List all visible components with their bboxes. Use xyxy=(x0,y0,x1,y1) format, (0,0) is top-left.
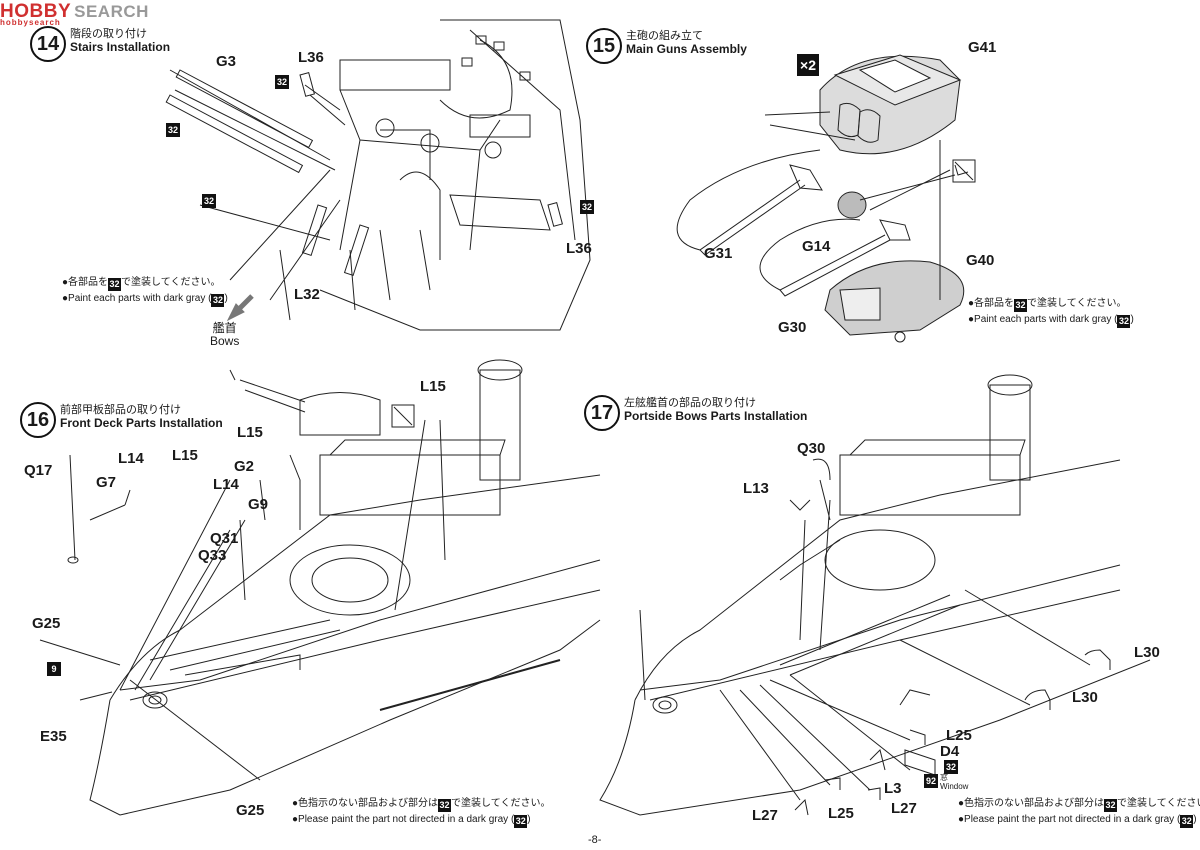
step-title-jp: 左舷艦首の部品の取り付け xyxy=(624,397,756,409)
part-label: L14 xyxy=(213,476,239,493)
part-label: L25 xyxy=(946,727,972,744)
color-badge: 32 xyxy=(275,75,289,89)
part-label: G41 xyxy=(968,39,997,56)
part-label: G14 xyxy=(802,238,831,255)
part-label: L27 xyxy=(752,807,778,824)
part-label: D4 xyxy=(940,743,960,760)
part-label: G2 xyxy=(234,458,255,475)
part-label: G30 xyxy=(778,319,807,336)
step15-turret-drawing xyxy=(676,54,976,343)
page-number: -8- xyxy=(588,834,602,846)
window-label: 窓 Window xyxy=(940,773,969,791)
part-label: Q30 xyxy=(797,440,826,457)
watermark-logo: HOBBY SEARCH hobbysearch xyxy=(0,1,149,27)
part-label: L30 xyxy=(1072,689,1098,706)
color-badge: 32 xyxy=(580,200,594,214)
step-number: 17 xyxy=(584,395,620,431)
part-label: L13 xyxy=(743,480,769,497)
step-number: 15 xyxy=(586,28,622,64)
part-label: L25 xyxy=(828,805,854,822)
part-label: G3 xyxy=(216,53,237,70)
part-label: Q17 xyxy=(24,462,53,479)
part-label: E35 xyxy=(40,728,67,745)
part-label: L30 xyxy=(1134,644,1160,661)
part-label: L15 xyxy=(172,447,198,464)
part-label: L15 xyxy=(420,378,446,395)
step-title-jp: 階段の取り付け xyxy=(70,28,147,40)
step-title-jp: 前部甲板部品の取り付け xyxy=(60,404,181,416)
step-number: 14 xyxy=(30,26,66,62)
color-badge: 92 xyxy=(924,774,938,788)
step-title-en: Portside Bows Parts Installation xyxy=(624,409,808,423)
bows-direction: 艦首 Bows xyxy=(210,321,240,348)
part-label: Q31 xyxy=(210,530,239,547)
part-label: L32 xyxy=(294,286,320,303)
part-label: L3 xyxy=(884,780,902,797)
color-badge: 32 xyxy=(944,760,958,774)
part-label: G25 xyxy=(236,802,265,819)
step-number: 16 xyxy=(20,402,56,438)
step-title-en: Main Guns Assembly xyxy=(626,42,747,56)
part-label: L36 xyxy=(298,49,324,66)
step-title-en: Stairs Installation xyxy=(70,40,171,54)
step14-deck-drawing xyxy=(165,19,591,331)
step16-front-deck-drawing xyxy=(39,359,601,816)
part-label: G40 xyxy=(966,252,995,269)
step-title-jp: 主砲の組み立て xyxy=(626,30,703,42)
step-title-en: Front Deck Parts Installation xyxy=(60,416,223,430)
part-label: G7 xyxy=(96,474,117,491)
part-label: Q33 xyxy=(198,547,227,564)
step17-portside-drawing xyxy=(599,374,1151,816)
part-label: L36 xyxy=(566,240,592,257)
color-badge: 32 xyxy=(202,194,216,208)
part-label: L15 xyxy=(237,424,263,441)
part-label: G25 xyxy=(32,615,61,632)
part-label: L14 xyxy=(118,450,144,467)
part-label: G9 xyxy=(248,496,269,513)
color-badge: 32 xyxy=(166,123,180,137)
color-badge: 9 xyxy=(47,662,61,676)
part-label: G31 xyxy=(704,245,733,262)
part-label: L27 xyxy=(891,800,917,817)
quantity-multiplier: ×2 xyxy=(797,54,819,76)
